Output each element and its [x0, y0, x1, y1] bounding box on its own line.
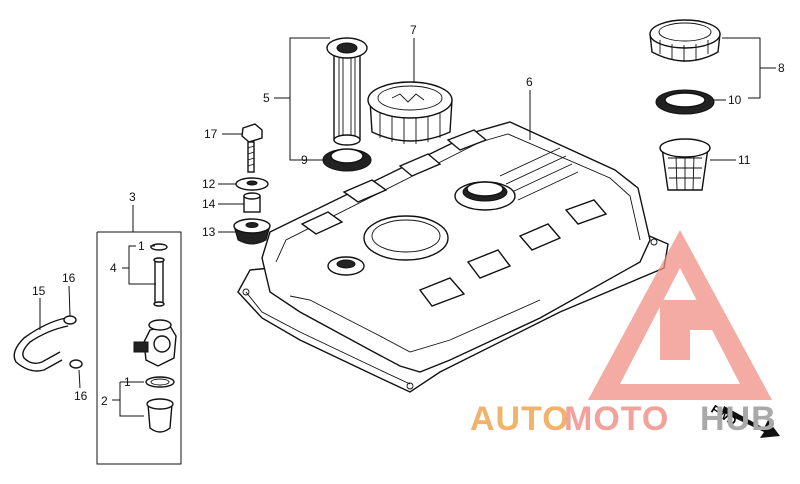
part-17-bolt	[241, 123, 263, 173]
callout-4: 4	[110, 261, 117, 275]
callout-13: 13	[202, 225, 216, 239]
part-16-hose-clip-upper	[63, 315, 77, 325]
forward-direction-arrow-icon	[722, 406, 780, 438]
part-8-filler-cap	[649, 19, 721, 62]
part-11-filler-strainer	[659, 138, 711, 191]
callout-10: 10	[728, 93, 742, 107]
callout-14: 14	[202, 197, 216, 211]
part-10-cap-gasket	[655, 89, 715, 115]
watermark-text-hub: HUB	[700, 400, 777, 438]
callout-16a: 16	[62, 271, 76, 285]
watermark-text-moto: MOTO	[564, 400, 670, 438]
callout-1a: 1	[138, 239, 145, 253]
callout-1b: 1	[124, 375, 131, 389]
part-5-strainer	[326, 37, 368, 146]
callout-9: 9	[301, 153, 308, 167]
callout-lines	[39, 37, 776, 417]
watermark-logo	[588, 230, 772, 400]
callout-8: 8	[778, 61, 785, 75]
part-3-fuel-valve-assembly	[96, 205, 182, 465]
callout-2: 2	[101, 394, 108, 408]
callout-5: 5	[263, 91, 270, 105]
part-14-collar	[243, 192, 261, 213]
part-9-gasket	[322, 148, 372, 172]
callout-16b: 16	[74, 389, 88, 403]
part-15-fuel-hose	[13, 317, 69, 372]
callout-12: 12	[202, 177, 216, 191]
watermark-text-auto: AUTO	[470, 400, 570, 438]
watermark-triangle	[588, 230, 772, 400]
callout-15: 15	[32, 284, 46, 298]
callout-7: 7	[410, 23, 417, 37]
callout-11: 11	[738, 153, 751, 167]
fuel-tank	[237, 121, 669, 393]
callout-6: 6	[526, 75, 533, 89]
part-13-rubber-mount	[233, 218, 271, 245]
callout-3: 3	[129, 190, 136, 204]
part-16-hose-clip-lower	[69, 359, 83, 369]
part-12-washer	[235, 177, 269, 191]
callout-17: 17	[204, 127, 218, 141]
part-7-fuel-gauge	[367, 81, 453, 144]
